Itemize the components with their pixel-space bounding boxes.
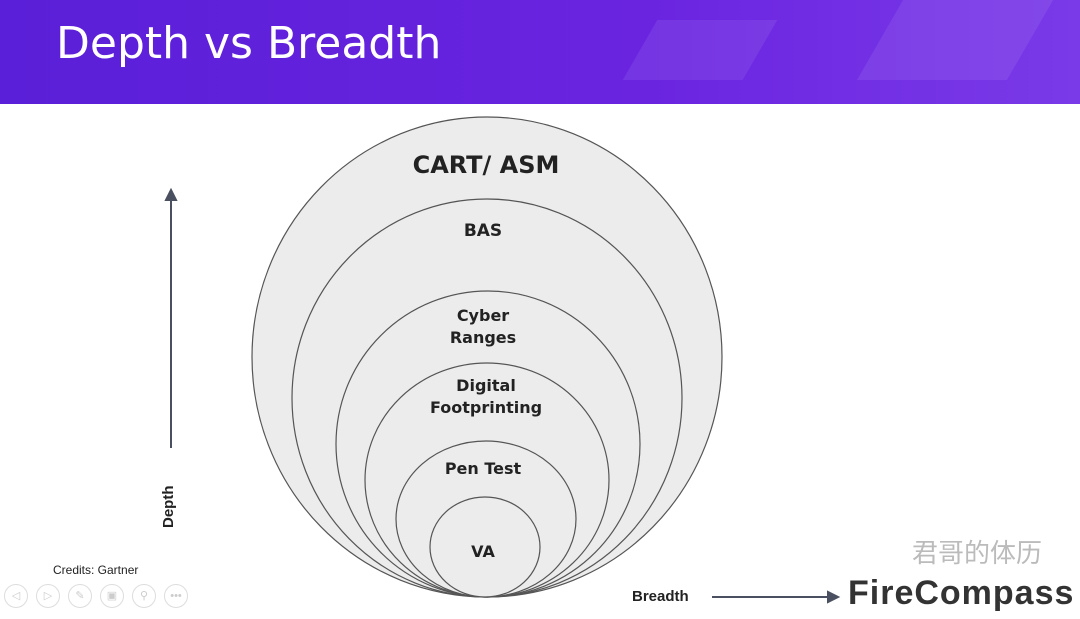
slides-button[interactable]: ▣ (100, 584, 124, 608)
header-banner: Depth vs Breadth (0, 0, 1080, 104)
zoom-button[interactable]: ⚲ (132, 584, 156, 608)
pen-tool-button[interactable]: ✎ (68, 584, 92, 608)
label-line: Ranges (449, 328, 517, 348)
label-line: Footprinting (429, 398, 543, 418)
page-title: Depth vs Breadth (56, 18, 442, 69)
circle-va (429, 496, 541, 598)
breadth-axis-label: Breadth (632, 588, 689, 605)
label-bas: BAS (463, 221, 503, 241)
label-line: Digital (456, 376, 516, 395)
watermark: 君哥的体历 (912, 538, 1043, 568)
label-line: Cyber (456, 306, 510, 325)
label-cart-asm: CART/ ASM (412, 151, 560, 179)
depth-axis-label: Depth (160, 485, 177, 529)
depth-arrow (164, 187, 178, 448)
next-slide-button[interactable]: ▷ (36, 584, 60, 608)
label-va: VA (471, 542, 495, 561)
firecompass-logo: FireCompass (848, 574, 1075, 612)
prev-slide-button[interactable]: ◁ (4, 584, 28, 608)
label-pen-test: Pen Test (444, 459, 522, 478)
breadth-arrow (712, 590, 841, 604)
credits-text: Credits: Gartner (53, 563, 139, 577)
more-options-button[interactable]: ••• (164, 584, 188, 608)
